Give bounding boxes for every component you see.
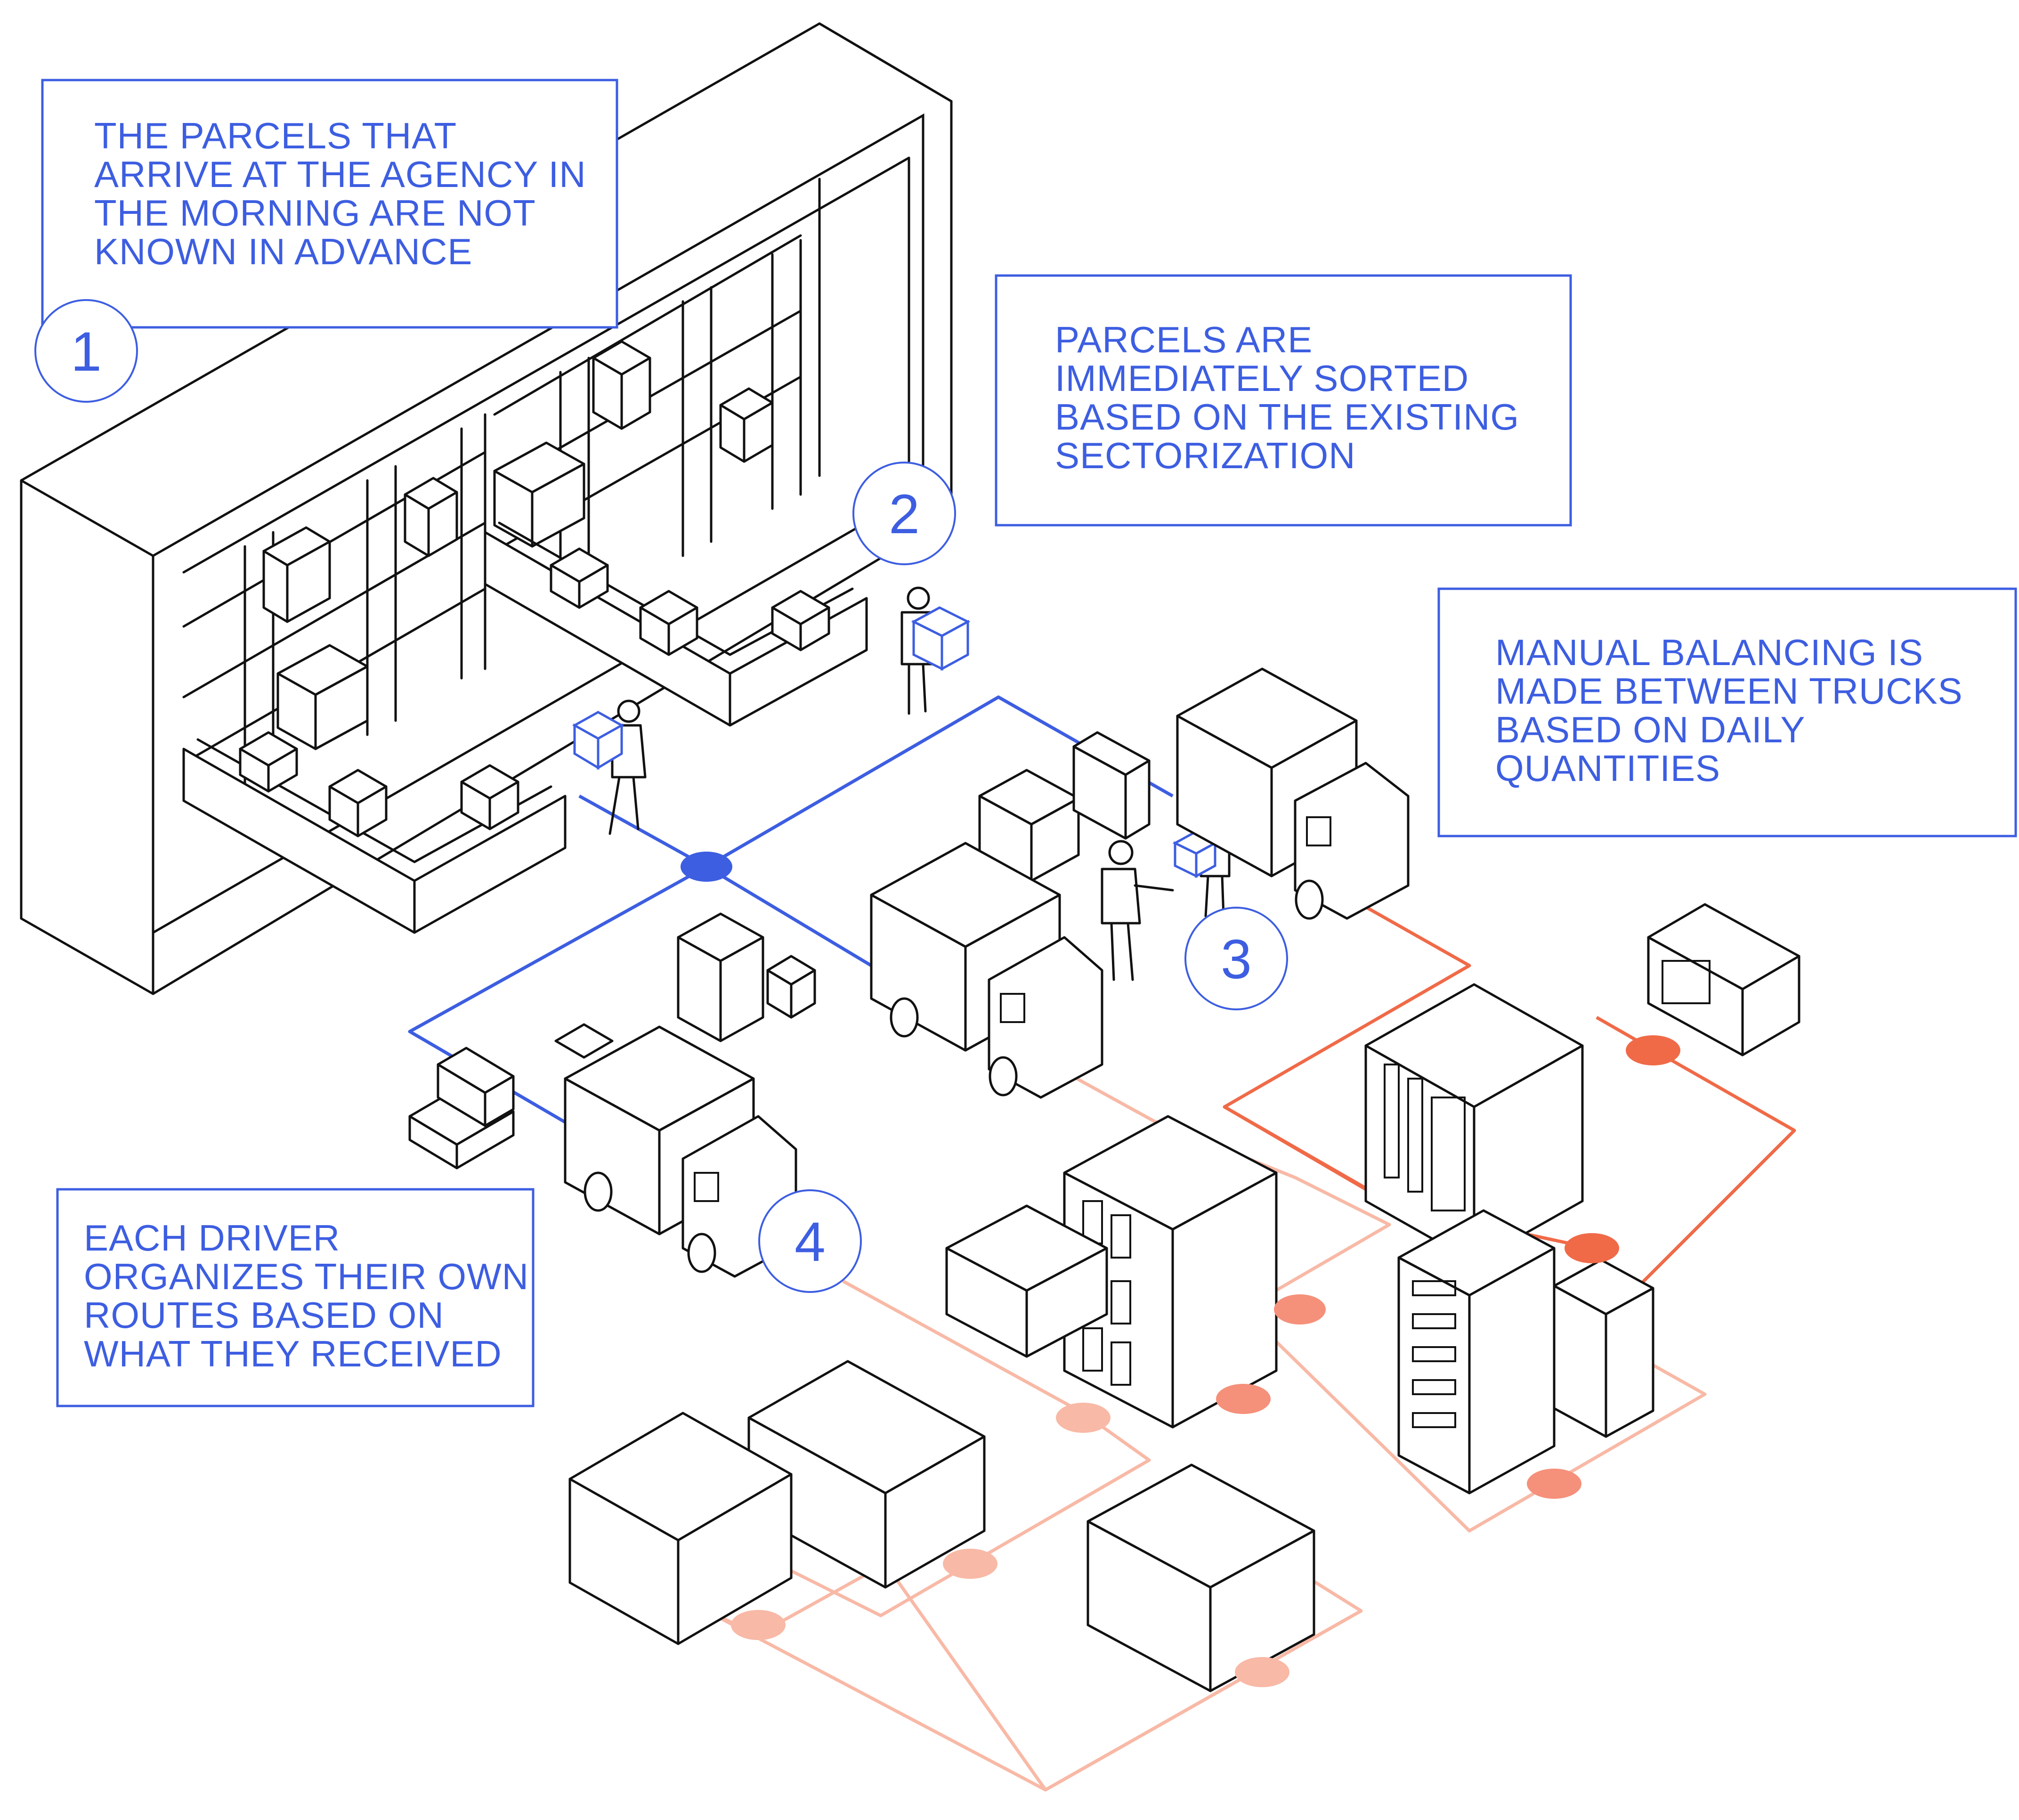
delivery-stop — [943, 1549, 997, 1579]
step-1-callout: THE PARCELS THAT ARRIVE AT THE AGENCY IN… — [34, 79, 618, 403]
parcel-icon — [572, 711, 624, 770]
callout-line: THE MORNING ARE NOT — [94, 192, 536, 234]
callout-line: MANUAL BALANCING IS — [1495, 632, 1923, 673]
shelf-parcels — [262, 340, 774, 750]
callout-line: WHAT THEY RECEIVED — [84, 1333, 502, 1374]
step-number: 2 — [889, 483, 920, 545]
step-number-badge — [1184, 907, 1288, 1010]
parcel-icon — [639, 590, 698, 656]
parcel-icon — [766, 955, 816, 1019]
step-number: 3 — [1221, 928, 1252, 991]
step-number: 1 — [71, 321, 102, 383]
conveyor-parcels — [239, 547, 830, 837]
callout-line: IMMEDIATELY SORTED — [1055, 358, 1469, 399]
callout-line: ORGANIZES THEIR OWN — [84, 1256, 529, 1297]
building-icon — [1553, 1259, 1654, 1438]
parcel-icon — [911, 606, 971, 671]
warehouse-inner-edge — [182, 156, 910, 574]
parcel-icon — [1172, 831, 1218, 878]
worker-icon — [572, 699, 647, 835]
delivery-stop — [1527, 1469, 1581, 1499]
callout-line: BASED ON THE EXISTING — [1055, 396, 1519, 438]
parcel-icon — [550, 547, 609, 609]
parcel-icon — [262, 526, 331, 623]
building-icon — [945, 1204, 1108, 1358]
parcel-icon — [404, 477, 458, 557]
delivery-truck-icon — [1176, 667, 1410, 920]
parcel-icon — [239, 731, 298, 793]
delivery-stop — [1235, 1657, 1289, 1687]
worker-icon — [900, 586, 971, 715]
delivery-stop — [1274, 1294, 1326, 1324]
callout-line: THE PARCELS THAT — [94, 115, 457, 156]
building-icon — [1063, 1115, 1278, 1429]
route-to-truck-middle — [705, 865, 872, 967]
step-number-badge — [758, 1189, 862, 1293]
building-icon — [1647, 903, 1800, 1056]
parcel-stack-b — [677, 912, 816, 1042]
step-4-callout: EACH DRIVER ORGANIZES THEIR OWN ROUTES B… — [56, 1188, 862, 1407]
delivery-stop — [1565, 1233, 1619, 1263]
callout-box — [56, 1188, 535, 1407]
delivery-stop — [1056, 1403, 1111, 1433]
parcel-icon — [592, 340, 651, 430]
step-3-callout: MANUAL BALANCING IS MADE BETWEEN TRUCKS … — [1184, 587, 2017, 1010]
callout-line: BASED ON DAILY — [1495, 709, 1805, 750]
callout-line: QUANTITIES — [1495, 748, 1720, 789]
callout-line: KNOWN IN ADVANCE — [94, 231, 472, 272]
warehouse-icon — [20, 22, 953, 995]
callout-line: ARRIVE AT THE AGENCY IN — [94, 154, 586, 195]
step-number-badge — [852, 462, 956, 565]
parcel-icon — [328, 769, 388, 837]
warehouse-roof-edge — [818, 22, 953, 103]
parcel-icon — [493, 441, 585, 548]
callout-box — [41, 79, 618, 329]
step-number-badge — [34, 299, 138, 403]
callout-line: ROUTES BASED ON — [84, 1294, 444, 1336]
delivery-stop — [1626, 1035, 1680, 1065]
parcel-icon — [276, 644, 369, 750]
callout-line: EACH DRIVER — [84, 1217, 340, 1259]
building-icon — [1397, 1209, 1556, 1495]
parcel-icon — [460, 764, 519, 830]
building-icon — [568, 1412, 793, 1645]
step-2-callout: PARCELS ARE IMMEDIATELY SORTED BASED ON … — [852, 274, 1572, 565]
callout-line: SECTORIZATION — [1055, 435, 1356, 476]
route-stops — [731, 1035, 1680, 1687]
callout-line: PARCELS ARE — [1055, 319, 1313, 360]
parcel-icon — [677, 912, 764, 1042]
sorting-hub-dot — [681, 852, 732, 882]
delivery-route-light-4 — [705, 1562, 1363, 1792]
delivery-truck-icon — [870, 842, 1103, 1099]
callout-box — [1437, 587, 2017, 837]
callout-line: MADE BETWEEN TRUCKS — [1495, 670, 1963, 712]
worker-icon — [1101, 840, 1174, 981]
parcel-icon — [719, 387, 774, 463]
parcel-icon — [437, 1047, 515, 1127]
parcel-icon — [1072, 731, 1151, 840]
parcel-icon — [771, 590, 830, 651]
parcel-stack-c — [408, 1047, 515, 1170]
callout-box — [995, 274, 1572, 527]
warehouse-left-wall — [20, 479, 154, 995]
building-icon — [1087, 1463, 1315, 1692]
step-number: 4 — [795, 1211, 826, 1273]
delivery-stop — [731, 1610, 786, 1640]
delivery-stop — [1216, 1384, 1271, 1414]
route-to-truck-bottom — [408, 865, 707, 1132]
